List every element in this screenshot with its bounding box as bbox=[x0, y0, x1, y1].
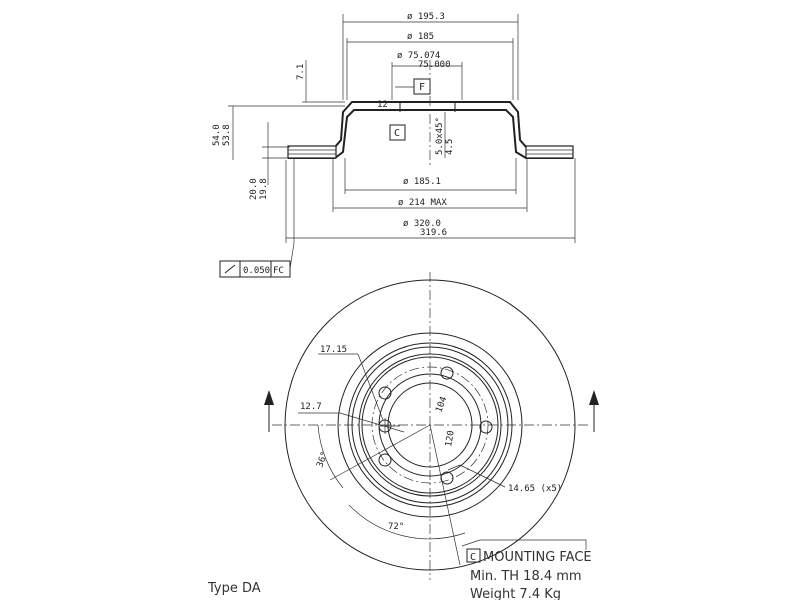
dim-17-15: 17.15 bbox=[320, 345, 347, 355]
dim-185: ø 185 bbox=[407, 32, 434, 42]
datum-f-box: F bbox=[419, 82, 425, 93]
dim-53-8: 53.8 bbox=[222, 124, 232, 146]
dim-14-65: 14.65 (x5) bbox=[508, 484, 562, 494]
dim-185-1: ø 185.1 bbox=[403, 177, 441, 187]
dim-19-8: 19.8 bbox=[259, 178, 269, 200]
dim-195-3: ø 195.3 bbox=[407, 12, 445, 22]
min-thickness: Min. TH 18.4 mm bbox=[470, 569, 582, 584]
runout-reference: FC bbox=[273, 266, 284, 276]
dim-4-5: 4.5 bbox=[445, 139, 455, 155]
angle-72: 72° bbox=[388, 522, 404, 532]
dim-75-074: ø 75.074 bbox=[397, 51, 440, 61]
type-label: Type DA bbox=[207, 581, 261, 596]
dim-12-7: 12.7 bbox=[300, 402, 322, 412]
dim-104: 104 bbox=[434, 395, 449, 414]
dim-320-0: ø 320.0 bbox=[403, 219, 441, 229]
angle-36: 36° bbox=[315, 450, 330, 469]
runout-value: 0.050 bbox=[243, 266, 270, 276]
notes-block: C MOUNTING FACE Min. TH 18.4 mm Weight 7… bbox=[207, 539, 592, 600]
dim-radius-12: 12 bbox=[377, 100, 388, 110]
weight: Weight 7.4 Kg bbox=[470, 587, 561, 600]
dim-75-000: 75.000 bbox=[418, 60, 451, 70]
dim-7-1: 7.1 bbox=[296, 64, 306, 80]
dim-54-0: 54.0 bbox=[212, 124, 222, 146]
front-view: 17.15 12.7 36° 72° 104 120 14.65 (x5) bbox=[264, 272, 599, 580]
mounting-face-label: MOUNTING FACE bbox=[483, 550, 592, 565]
side-section-view: ø 195.3 ø 185 ø 75.074 75.000 F 7.1 54.0… bbox=[212, 12, 576, 278]
mounting-box: C bbox=[470, 552, 476, 563]
dim-5-0-chamfer: 5.0x45° bbox=[435, 117, 445, 155]
datum-c-box: C bbox=[394, 128, 400, 139]
dim-319-6: 319.6 bbox=[420, 228, 447, 238]
dim-120: 120 bbox=[444, 430, 457, 448]
dim-20-0: 20.0 bbox=[249, 178, 259, 200]
dim-214-max: ø 214 MAX bbox=[398, 198, 447, 208]
